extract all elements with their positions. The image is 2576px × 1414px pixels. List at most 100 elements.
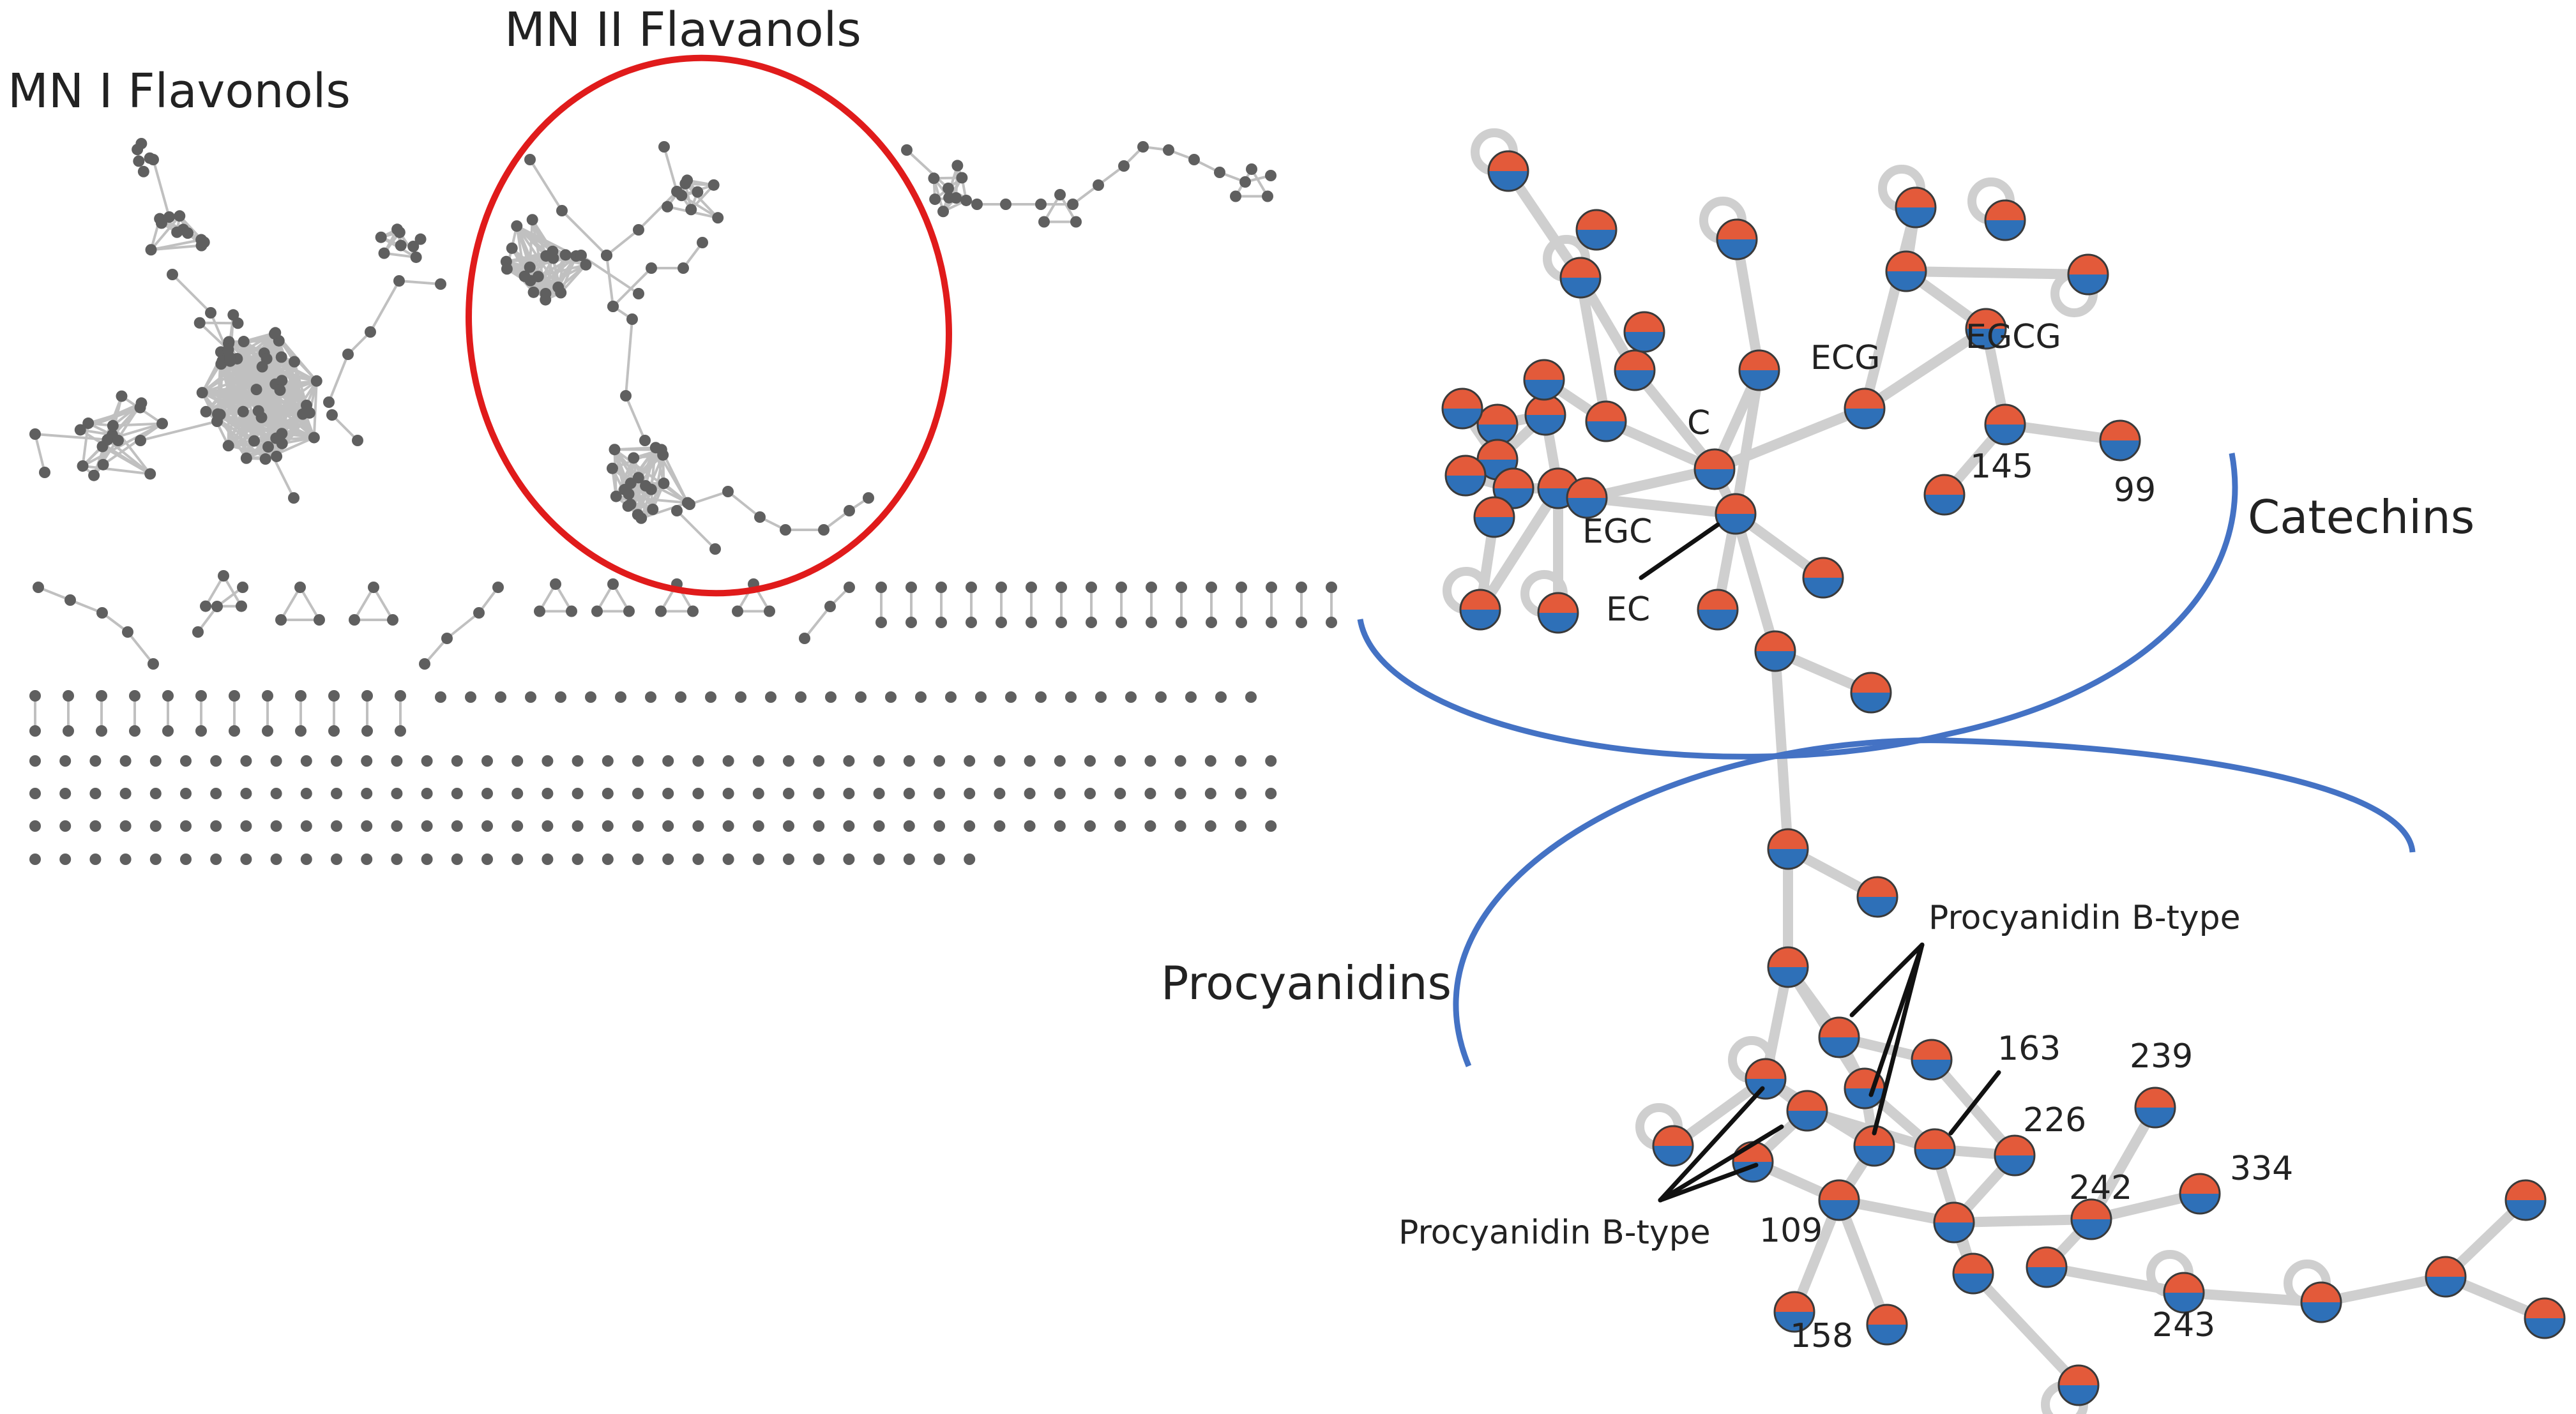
network-edge	[112, 425, 151, 475]
compound-node	[1444, 455, 1487, 497]
network-node	[365, 326, 376, 338]
network-node	[655, 444, 667, 456]
network-node	[602, 854, 614, 865]
network-node	[843, 755, 855, 767]
network-node	[994, 755, 1006, 767]
network-node	[1054, 755, 1066, 767]
network-node	[610, 490, 622, 502]
compound-node	[1952, 1252, 1994, 1295]
compound-node	[2067, 253, 2109, 296]
network-node	[996, 617, 1007, 628]
network-node	[270, 755, 282, 767]
compound-node	[1850, 672, 1892, 714]
network-node	[29, 690, 41, 702]
network-node	[511, 755, 524, 767]
zoom-edge	[1860, 324, 1991, 414]
network-node	[119, 820, 132, 832]
network-node	[964, 788, 976, 799]
network-node	[145, 244, 157, 256]
network-node	[232, 317, 244, 329]
label-145: 145	[1970, 448, 2033, 486]
network-node	[875, 582, 887, 593]
network-node	[966, 617, 977, 628]
network-node	[331, 788, 342, 799]
network-node	[328, 725, 340, 737]
network-node	[735, 691, 746, 703]
compound-node	[1844, 387, 1886, 430]
compound-node	[2425, 1256, 2467, 1298]
compound-node	[1492, 467, 1534, 509]
network-node	[1056, 617, 1067, 628]
network-node	[855, 691, 867, 703]
network-node	[391, 854, 403, 865]
mn2-highlight-circle	[466, 54, 952, 597]
network-node	[361, 788, 373, 799]
network-node	[1176, 617, 1187, 628]
compound-node	[1856, 876, 1898, 918]
zoom-edge	[1968, 1268, 2084, 1390]
network-node	[632, 854, 644, 865]
network-node	[300, 820, 312, 832]
network-node	[435, 278, 446, 290]
compound-node	[2134, 1087, 2176, 1129]
zoom-edge	[1475, 483, 1563, 615]
network-node	[361, 755, 373, 767]
network-node	[288, 492, 299, 504]
zoom-edge	[1901, 266, 2093, 280]
compound-node	[1473, 496, 1515, 538]
compound-node	[1984, 403, 2026, 446]
network-node	[662, 854, 674, 865]
network-node	[200, 405, 212, 417]
network-node	[1005, 691, 1017, 703]
network-node	[1024, 788, 1036, 799]
network-node	[572, 854, 584, 865]
network-node	[89, 820, 102, 832]
network-node	[1118, 160, 1130, 172]
compound-node	[1693, 448, 1736, 490]
network-node	[966, 582, 977, 593]
network-node	[451, 854, 463, 865]
network-node	[813, 820, 825, 832]
network-node	[331, 755, 342, 767]
network-edge	[199, 321, 238, 325]
network-node	[414, 233, 427, 245]
network-node	[39, 467, 50, 478]
network-node	[602, 820, 614, 832]
zoom-edge	[1630, 365, 1720, 474]
network-node	[368, 582, 379, 593]
zoom-edge	[1731, 509, 1780, 656]
network-node	[421, 788, 433, 799]
compound-node	[1754, 630, 1796, 672]
compound-node	[1866, 1304, 1908, 1346]
label-226: 226	[2023, 1101, 2086, 1139]
network-node	[274, 384, 286, 396]
network-node	[393, 275, 405, 287]
network-node	[1204, 788, 1216, 799]
network-node	[1116, 582, 1127, 593]
network-node	[640, 479, 652, 492]
network-node	[308, 432, 320, 444]
zoom-edge	[1709, 403, 1870, 474]
network-node	[524, 261, 536, 273]
network-node	[250, 384, 262, 396]
network-edge	[255, 389, 278, 439]
network-node	[783, 820, 794, 832]
network-node	[934, 788, 945, 799]
network-node	[180, 788, 192, 799]
network-node	[658, 478, 670, 490]
network-node	[591, 605, 603, 617]
network-node	[559, 249, 572, 261]
network-edge	[689, 490, 729, 506]
network-node	[63, 690, 74, 702]
network-node	[421, 755, 433, 767]
network-edge	[82, 422, 163, 467]
network-node	[107, 419, 119, 432]
network-node	[229, 725, 240, 737]
network-node	[259, 453, 271, 465]
network-node	[1084, 788, 1096, 799]
network-node	[82, 417, 95, 430]
network-node	[934, 854, 945, 865]
ec-pointer	[1639, 522, 1720, 580]
network-edge	[612, 267, 653, 308]
network-node	[149, 820, 162, 832]
